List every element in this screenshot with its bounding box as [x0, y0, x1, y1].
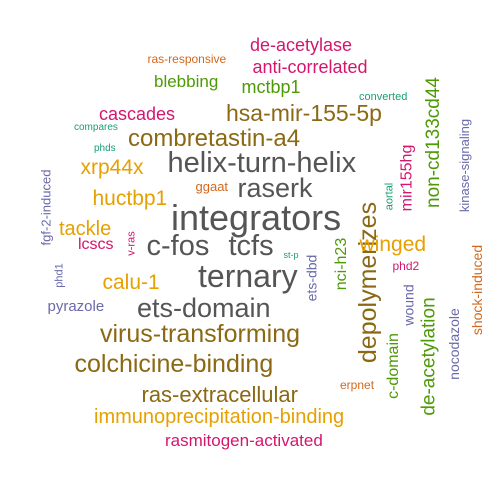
word-hsa-mir-155-5p: hsa-mir-155-5p: [226, 99, 382, 126]
word-shock-induced: shock-induced: [469, 244, 486, 336]
word-ras-extracellular: ras-extracellular: [141, 382, 299, 407]
word-integrators: integrators: [171, 197, 342, 238]
word-immunoprecipitation-binding: immunoprecipitation-binding: [94, 406, 345, 428]
word-de-acetylase: de-acetylase: [250, 35, 353, 55]
word-raserk: raserk: [237, 172, 313, 203]
word-ternary: ternary: [198, 258, 298, 294]
word-nocodazole: nocodazole: [445, 308, 462, 380]
word-wound: wound: [400, 284, 417, 326]
word-phd2: phd2: [392, 259, 420, 273]
word-c-domain: c-domain: [384, 333, 402, 399]
word-nci-h23: nci-h23: [333, 237, 351, 291]
word-converted: converted: [359, 90, 408, 103]
word-tackle: tackle: [59, 218, 112, 240]
word-compares: compares: [74, 122, 118, 133]
word-depolymerizes: depolymerizes: [353, 201, 382, 363]
word-colchicine-binding: colchicine-binding: [74, 349, 274, 378]
word-ras-responsive: ras-responsive: [147, 52, 227, 66]
word-phd1: phd1: [53, 262, 66, 288]
word-cascades: cascades: [99, 104, 176, 124]
word-huctbp1: huctbp1: [92, 186, 168, 210]
word-phds: phds: [94, 143, 116, 154]
word-kinase-signaling: kinase-signaling: [456, 118, 472, 212]
word-anti-correlated: anti-correlated: [252, 57, 368, 77]
word-pyrazole: pyrazole: [47, 297, 105, 315]
word-lcscs: lcscs: [78, 236, 114, 253]
word-blebbing: blebbing: [154, 71, 219, 91]
word-combretastin-a4: combretastin-a4: [128, 125, 301, 152]
word-c-fos: c-fos: [146, 229, 210, 262]
word-ggaat: ggaat: [195, 178, 229, 194]
word-v-ras: v-ras: [125, 230, 138, 256]
word-fgf-2-induced: fgf-2-induced: [38, 169, 54, 245]
word-helix-turn-helix: helix-turn-helix: [167, 146, 357, 179]
word-mctbp1: mctbp1: [241, 77, 301, 97]
word-st-p: st-p: [283, 249, 299, 260]
word-ets-domain: ets-domain: [137, 292, 271, 323]
word-winged: winged: [359, 232, 427, 256]
word-virus-transforming: virus-transforming: [100, 319, 301, 348]
word-ets-dbd: ets-dbd: [302, 254, 319, 302]
word-mir155hg: mir155hg: [397, 144, 415, 212]
word-tcfs: tcfs: [228, 229, 274, 262]
word-non-cd133cd44: non-cd133cd44: [422, 76, 444, 208]
word-rasmitogen-activated: rasmitogen-activated: [165, 430, 323, 450]
word-xrp44x: xrp44x: [80, 155, 144, 179]
word-de-acetylation: de-acetylation: [418, 296, 440, 416]
word-calu-1: calu-1: [102, 270, 160, 294]
word-aortal: aortal: [383, 182, 396, 210]
word-erpnet: erpnet: [340, 378, 375, 392]
